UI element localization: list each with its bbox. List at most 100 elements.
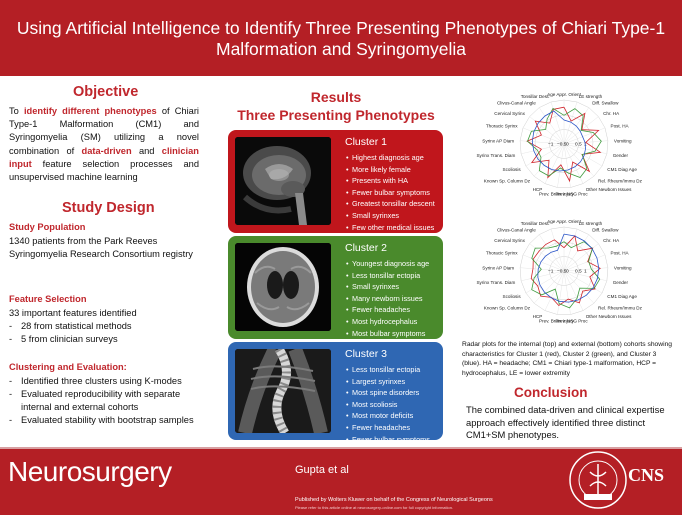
- list-item: 5 from clinician surveys: [9, 333, 204, 346]
- radar-axis-label: Scoliosis: [503, 294, 522, 299]
- poster-header: Using Artificial Intelligence to Identif…: [0, 0, 682, 76]
- radar-tick-label: −0.5: [557, 269, 567, 275]
- list-item: Presents with HA: [346, 175, 435, 187]
- radar-axis-label: Post. HA: [611, 124, 630, 129]
- cluster-feature-list: Highest diagnosis age More likely female…: [346, 152, 435, 233]
- radar-tick-label: −0.5: [557, 142, 567, 148]
- radar-axis-label: Syrinx AP Diam: [482, 138, 514, 143]
- radar-grid-ring: [519, 226, 609, 315]
- radar-axis-label: Post. HA: [611, 251, 630, 256]
- radar-spoke: [525, 270, 565, 294]
- radar-spoke: [522, 127, 565, 145]
- list-item: Evaluated stability with bootstrap sampl…: [9, 414, 209, 427]
- radar-axis-label: Diff. Swallow: [592, 228, 619, 233]
- cluster-title: Cluster 2: [345, 242, 388, 254]
- radar-axis-label: Thoracic Syrinx: [486, 124, 518, 129]
- radar-tick-label: −1: [548, 142, 554, 148]
- radar-axis-label: Vomiting: [614, 265, 632, 270]
- radar-axis-label: Chr. HA: [603, 111, 620, 116]
- radar-axis-label: CM1 Diag Age: [607, 294, 637, 299]
- radar-tick-label: 0.5: [575, 142, 582, 148]
- radar-axis-label: Scoliosis: [503, 167, 522, 172]
- radar-spoke: [563, 254, 606, 272]
- cluster-title: Cluster 1: [345, 136, 388, 148]
- radar-axis-label: Cervical Syrinx: [494, 238, 525, 243]
- list-item: Fewer headaches: [346, 422, 430, 434]
- list-item: Few other medical issues: [346, 222, 435, 234]
- list-item: Less tonsillar ectopia: [346, 364, 430, 376]
- list-item: Evaluated reproducibility with separate …: [9, 388, 209, 414]
- radar-axis-label: Syrinx Trans. Diam: [476, 280, 515, 285]
- list-item: Fewer bulbar symptoms: [346, 434, 430, 446]
- objective-text: To identify different phenotypes of Chia…: [9, 106, 199, 183]
- cns-seal-logo: [569, 451, 627, 509]
- radar-series-cluster3: [531, 110, 586, 172]
- radar-spoke: [522, 254, 565, 272]
- list-item: Small syrinxes: [346, 210, 435, 222]
- study-design-heading: Study Design: [62, 200, 155, 216]
- radar-spoke: [563, 270, 571, 315]
- radar-axis-label: Other Newborn Issues: [586, 314, 632, 319]
- radar-axis-label: Syrinx AP Diam: [482, 265, 514, 270]
- radar-spoke: [557, 143, 565, 188]
- publisher-note: Please refer to this article online at n…: [295, 505, 454, 510]
- radar-spoke: [539, 107, 565, 145]
- radar-axis-label: Age Appr. Orient: [547, 219, 581, 224]
- radar-tick-label: −1: [548, 269, 554, 275]
- list-item: Most scoliosis: [346, 399, 430, 411]
- list-item: Less tonsillar ectopia: [346, 270, 429, 282]
- radar-axis-label: HCP: [533, 187, 543, 192]
- radar-spoke: [563, 270, 595, 304]
- clustering-heading: Clustering and Evaluation:: [9, 362, 127, 372]
- poster-footer: [0, 447, 682, 515]
- radar-spoke: [533, 270, 565, 304]
- cluster-feature-list: Youngest diagnosis age Less tonsillar ec…: [346, 258, 429, 339]
- list-item: More likely female: [346, 164, 435, 176]
- radar-series-cluster1: [526, 106, 602, 183]
- footer-divider: [0, 447, 682, 449]
- conclusion-text: The combined data-driven and clinical ex…: [466, 404, 665, 441]
- list-item: Many newborn issues: [346, 293, 429, 305]
- radar-spoke: [563, 270, 603, 294]
- radar-spoke: [544, 270, 565, 311]
- list-item: Fewer bulbar symptoms: [346, 187, 435, 199]
- axial-ct-image: [235, 243, 331, 331]
- radar-axis-label: Diff. Swallow: [592, 101, 619, 106]
- population-text: 1340 patients from the Park Reeves Syrin…: [9, 236, 193, 260]
- radar-axis-label: LE strength: [579, 221, 603, 226]
- clustering-list: Identified three clusters using K-modes …: [9, 375, 209, 427]
- cns-logo-text: CNS: [628, 465, 665, 485]
- list-item: Youngest diagnosis age: [346, 258, 429, 270]
- radar-spoke: [521, 270, 565, 281]
- radar-axis-label: Clivus-Canal Angle: [497, 101, 536, 106]
- radar-grid-ring: [549, 256, 579, 286]
- radar-tick-label: 0: [566, 142, 569, 148]
- radar-axis-label: Rel. Rheum/Immu Dz: [598, 306, 643, 311]
- radar-axis-label: CM1 Diag Age: [607, 167, 637, 172]
- radar-spoke: [557, 270, 565, 315]
- list-item: Most motor deficits: [346, 410, 430, 422]
- radar-axis-label: Prev. NSG Proc: [555, 191, 588, 196]
- radar-spoke: [563, 270, 584, 311]
- radar-tick-label: 1: [584, 269, 587, 275]
- cluster-title: Cluster 3: [345, 348, 388, 360]
- radar-axis-label: Thoracic Syrinx: [486, 251, 518, 256]
- journal-logo: Neurosurgery: [8, 456, 172, 487]
- radar-axis-label: Known Sp. Column Dz: [484, 306, 531, 311]
- list-item: Largest syrinxes: [346, 376, 430, 388]
- radar-axis-label: Gender: [613, 153, 629, 158]
- radar-caption: Radar plots for the internal (top) and e…: [462, 341, 673, 377]
- radar-axis-label: Tonsillar Desc: [521, 94, 550, 99]
- list-item: Fewer headaches: [346, 304, 429, 316]
- radar-axis-label: Vomiting: [614, 138, 632, 143]
- list-item: Most hydrocephalus: [346, 316, 429, 328]
- list-item: 28 from statistical methods: [9, 320, 204, 333]
- radar-spoke: [563, 234, 589, 272]
- radar-tick-label: 0.5: [575, 269, 582, 275]
- radar-axis-label: Other Newborn Issues: [586, 187, 632, 192]
- radar-series-cluster2: [531, 241, 601, 309]
- publisher-line: Published by Wolters Kluwer on behalf of…: [295, 497, 493, 503]
- radar-spoke: [563, 143, 603, 167]
- radar-grid-ring: [534, 241, 594, 300]
